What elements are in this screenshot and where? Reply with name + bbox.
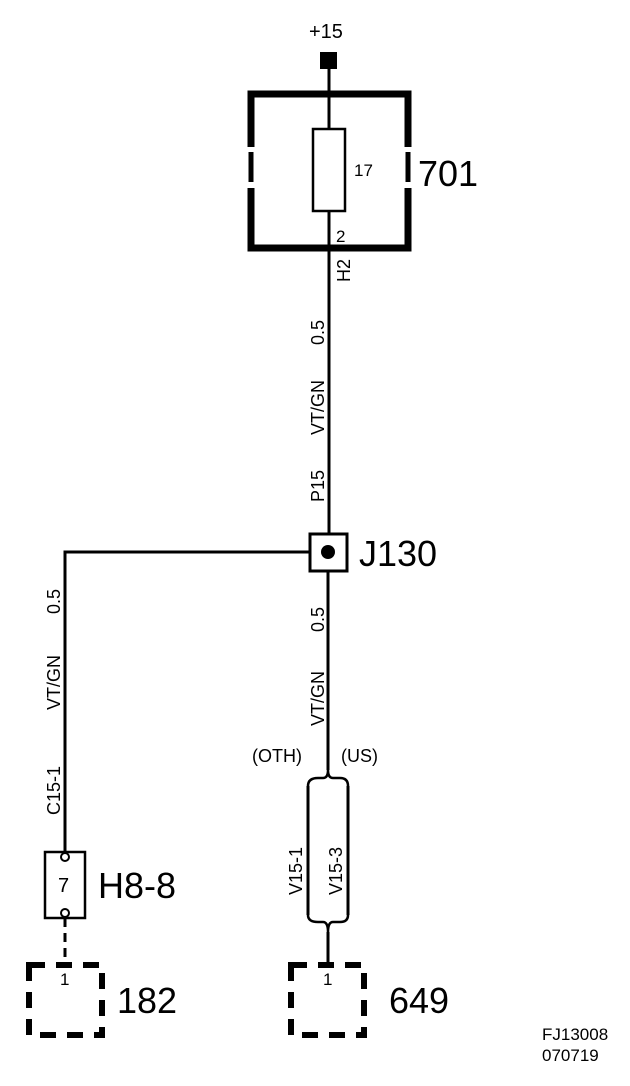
fuse-element xyxy=(311,127,347,213)
wire-down-color: VT/GN xyxy=(308,671,328,726)
footer-date: 070719 xyxy=(542,1046,599,1065)
component-649-outline xyxy=(288,962,367,1038)
fuse-number: 17 xyxy=(354,161,373,180)
footer-code: FJ13008 xyxy=(542,1025,608,1044)
fuse-pin: 2 xyxy=(336,227,345,246)
junction-id: J130 xyxy=(359,533,437,574)
component-182-id: 182 xyxy=(117,980,177,1021)
wire-left-circuit: C15-1 xyxy=(44,766,64,815)
wire-left-color: VT/GN xyxy=(44,655,64,710)
component-182-pin: 1 xyxy=(60,970,69,989)
wire-main-circuit: P15 xyxy=(308,470,328,502)
supply-terminal xyxy=(320,52,337,69)
variant-label-us: (US) xyxy=(341,746,378,766)
connector-h8-body xyxy=(43,850,87,920)
component-649-pin: 1 xyxy=(323,970,332,989)
variant-brace-bottom xyxy=(306,914,350,933)
fuse-box-id: 701 xyxy=(418,153,478,194)
wire-left xyxy=(63,550,310,852)
wire-left-size: 0.5 xyxy=(44,589,64,614)
wire-variant-a-label: V15-1 xyxy=(286,847,306,895)
variant-brace-top xyxy=(306,769,350,787)
component-649-id: 649 xyxy=(389,980,449,1021)
wire-main-color: VT/GN xyxy=(308,380,328,435)
wire-variant-b-label: V15-3 xyxy=(326,847,346,895)
wire-down-size: 0.5 xyxy=(308,607,328,632)
component-182-outline xyxy=(26,962,105,1038)
supply-label: +15 xyxy=(309,21,343,43)
connector-h8-id: H8-8 xyxy=(98,865,176,906)
fuse-connector: H2 xyxy=(334,259,354,282)
junction-dot xyxy=(321,545,335,559)
connector-h8-pin-top xyxy=(60,852,70,862)
connector-h8-pin: 7 xyxy=(58,875,69,897)
wire-main-size: 0.5 xyxy=(308,320,328,345)
connector-h8-pin-bottom xyxy=(60,908,70,918)
variant-label-oth: (OTH) xyxy=(252,746,302,766)
